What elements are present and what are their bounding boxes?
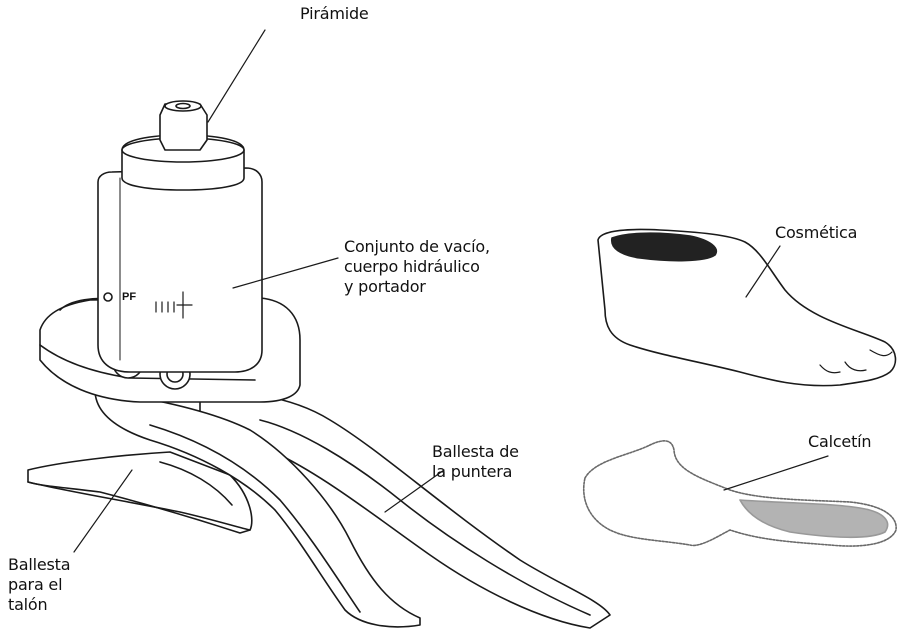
label-conjunto: Conjunto de vacío, cuerpo hidráulico y p…: [344, 237, 490, 297]
pf-marking: PF: [122, 291, 136, 303]
hydraulic-body: [98, 168, 262, 372]
label-calcetin: Calcetín: [808, 432, 871, 452]
label-ballesta-puntera: Ballesta de la puntera: [432, 442, 519, 482]
leader-calcetin: [724, 456, 828, 490]
sock: [584, 441, 896, 546]
leader-piramide: [208, 30, 265, 122]
pyramid-adapter: [122, 101, 244, 190]
label-piramide: Pirámide: [300, 4, 369, 24]
label-cosmetica: Cosmética: [775, 223, 857, 243]
cosmetic-cover: [598, 229, 895, 385]
label-ballesta-talon: Ballesta para el talón: [8, 555, 70, 615]
